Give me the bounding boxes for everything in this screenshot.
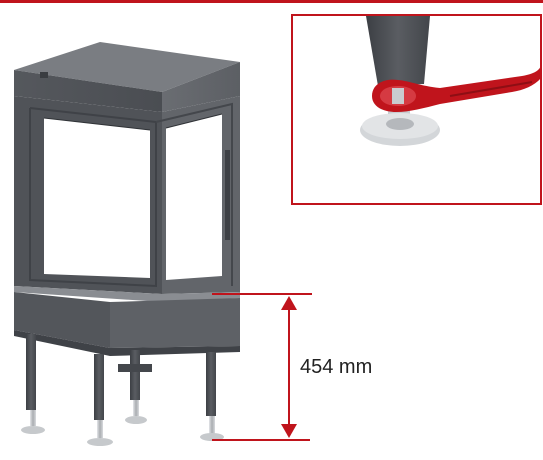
- glass-panel-front: [44, 118, 150, 278]
- fireplace-top: [14, 42, 240, 92]
- spanner-adjusting-leg-icon: [360, 16, 541, 146]
- pedestal-bottom: [14, 330, 240, 356]
- base-ledge: [14, 286, 240, 302]
- fireplace-upper-right-face: [162, 62, 240, 112]
- glass-panel-side: [166, 114, 222, 280]
- leg-back-left: [26, 334, 36, 410]
- leg-front-left: [94, 354, 104, 420]
- pedestal-front-face: [110, 298, 240, 348]
- double-arrow-icon: [281, 296, 297, 438]
- top-accent-line: [0, 0, 543, 3]
- dimension-indicator: [212, 293, 312, 441]
- pedestal-left-face: [14, 292, 110, 348]
- leg-front-right: [206, 352, 216, 416]
- control-knob: [40, 72, 48, 78]
- corner-fireplace: [14, 42, 240, 446]
- dimension-label: 454 mm: [300, 356, 373, 378]
- leg-back-right: [130, 350, 140, 400]
- detail-inset: [291, 14, 542, 205]
- fireplace-upper-left-face: [14, 70, 162, 112]
- door-handle: [225, 150, 230, 240]
- adjustable-feet: [21, 400, 224, 446]
